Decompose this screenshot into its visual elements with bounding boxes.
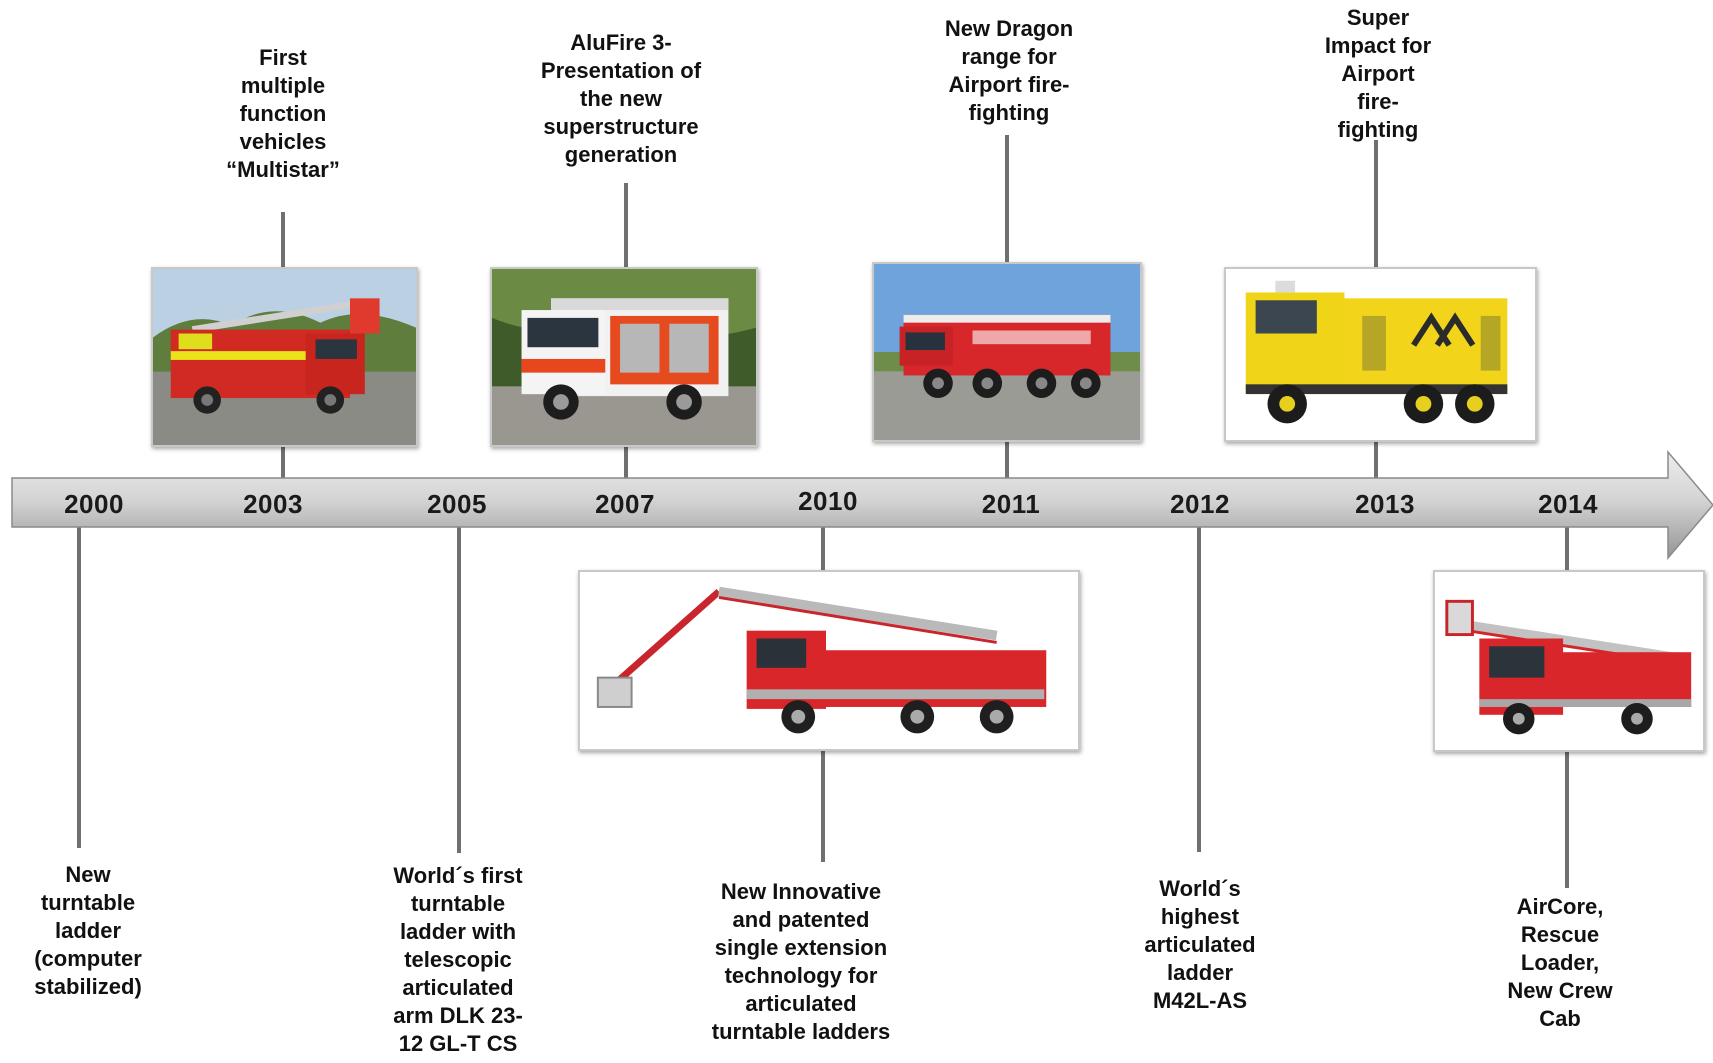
aerial-ladder-truck-photo <box>578 570 1080 751</box>
milestone-caption-2011: New Dragon range for Airport fire- fight… <box>944 16 1074 125</box>
milestone-caption-2012: World´s highest articulated ladder M42L-… <box>1144 876 1256 1013</box>
milestone-caption-2000: New turntable ladder (computer stabilize… <box>34 862 142 999</box>
year-label-2012: 2012 <box>1170 489 1230 519</box>
timeline-arrow <box>11 449 1713 561</box>
year-label-2010: 2010 <box>798 486 858 516</box>
milestone-caption-2007: AluFire 3- Presentation of the new super… <box>540 30 702 167</box>
fire-engine-turntable-ladder-photo <box>151 267 418 447</box>
milestone-caption-2003: First multiple function vehicles “Multis… <box>226 45 340 182</box>
year-label-2005: 2005 <box>427 489 487 519</box>
turntable-ladder-truck-photo <box>1433 570 1705 752</box>
year-label-2014: 2014 <box>1538 489 1598 519</box>
year-label-2003: 2003 <box>243 489 303 519</box>
milestone-caption-2014: AirCore, Rescue Loader, New Crew Cab <box>1507 894 1613 1031</box>
airport-crash-tender-yellow-photo <box>1224 267 1537 442</box>
milestone-caption-2010: New Innovative and patented single exten… <box>711 879 891 1044</box>
milestone-caption-2013: Super Impact for Airport fire- fighting <box>1324 5 1432 142</box>
fire-engine-alufire-photo <box>490 267 758 447</box>
year-label-2013: 2013 <box>1355 489 1415 519</box>
year-label-2007: 2007 <box>595 489 655 519</box>
milestone-caption-2005: World´s first turntable ladder with tele… <box>393 863 523 1056</box>
connector-lines <box>77 135 1569 888</box>
year-label-2000: 2000 <box>64 489 124 519</box>
airport-crash-tender-red-photo <box>872 262 1142 442</box>
year-label-2011: 2011 <box>981 489 1041 519</box>
